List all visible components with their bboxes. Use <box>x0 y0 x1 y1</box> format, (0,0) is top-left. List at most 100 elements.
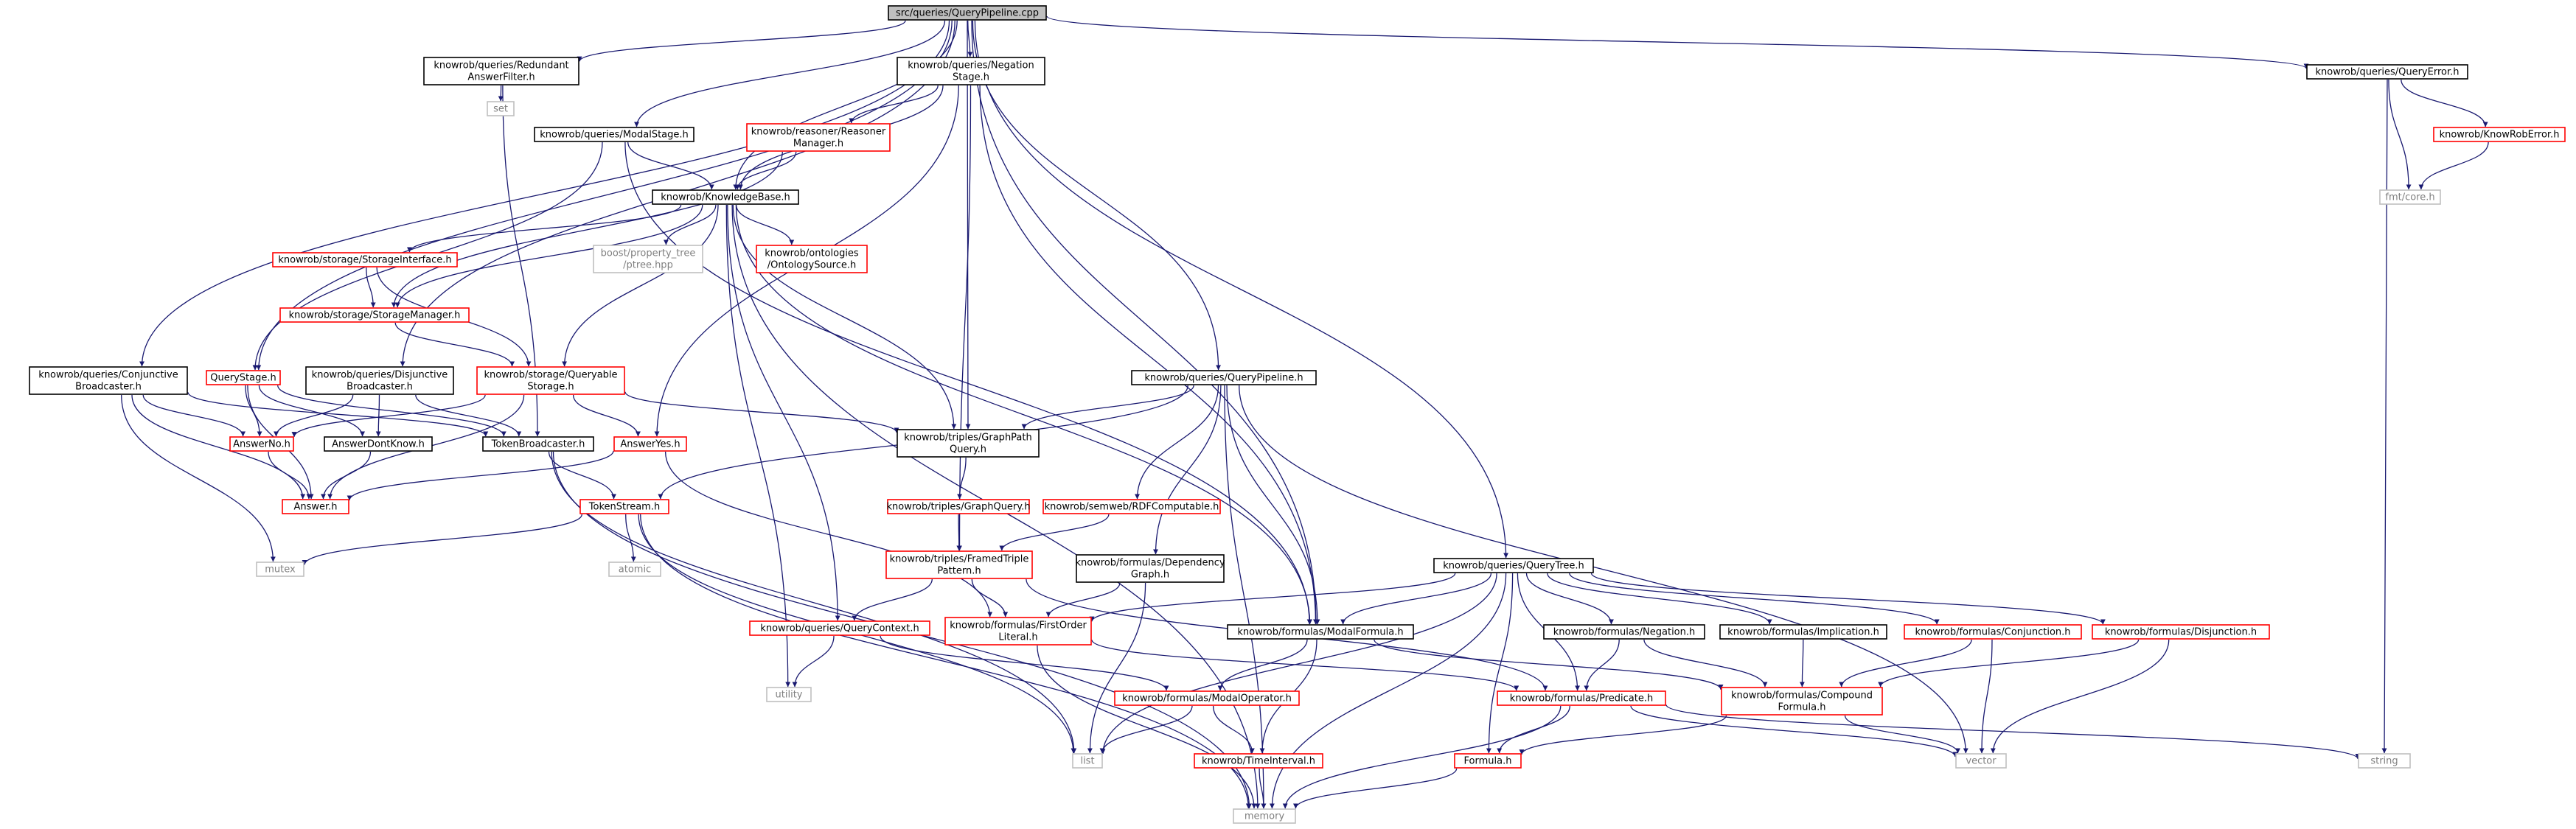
node-querystage[interactable]: QueryStage.h <box>206 370 281 385</box>
edge-querytree-to-negation <box>1525 573 1614 625</box>
edge-knowrobbase-to-storageif <box>406 204 682 253</box>
node-tokenstream[interactable]: TokenStream.h <box>579 499 669 514</box>
edge-queryerror-to-string <box>2381 79 2388 754</box>
node-label-ptree-0: boost/property_tree <box>601 248 696 259</box>
node-box-vector <box>1955 753 2007 769</box>
edge-disjunction-to-compound <box>1878 639 2140 688</box>
node-label-modalstage-0: knowrob/queries/ModalStage.h <box>540 130 689 141</box>
node-label-timeinterval-0: knowrob/TimeInterval.h <box>1202 756 1315 767</box>
node-ontosrc[interactable]: knowrob/ontologies/OntologySource.h <box>756 245 868 273</box>
node-predicate[interactable]: knowrob/formulas/Predicate.h <box>1497 690 1666 706</box>
edge-modalstage-to-knowrobbase <box>627 141 714 190</box>
edge-predicate-to-memory <box>1282 705 1562 809</box>
edge-disjbc-to-answerdk <box>375 394 381 437</box>
edge-answeryes-to-fol <box>664 451 993 618</box>
edge-formula-to-memory <box>1292 768 1458 809</box>
node-box-formula <box>1454 753 1522 769</box>
edge-querystage-to-tokenbc <box>277 385 507 437</box>
node-disjunction[interactable]: knowrob/formulas/Disjunction.h <box>2092 624 2270 640</box>
node-label-conjbc-0: knowrob/queries/Conjunctive <box>38 370 178 381</box>
edge-root-to-modalformula <box>971 20 1319 625</box>
node-label-disjunction-0: knowrob/formulas/Disjunction.h <box>2105 627 2257 638</box>
edge-querypipeh-to-modalformula <box>1226 385 1320 625</box>
node-fmtcore: fmt/core.h <box>2379 189 2441 205</box>
edge-compound-to-formula <box>1519 715 1727 755</box>
node-storagemgr[interactable]: knowrob/storage/StorageManager.h <box>279 307 470 323</box>
node-queryerror[interactable]: knowrob/queries/QueryError.h <box>2306 64 2468 80</box>
edge-conjbc-to-mutex <box>121 394 276 562</box>
node-label-formula-0: Formula.h <box>1464 756 1512 767</box>
node-box-tokenstream <box>579 499 669 514</box>
node-querypipeh[interactable]: knowrob/queries/QueryPipeline.h <box>1131 370 1317 385</box>
node-label-vector-0: vector <box>1966 756 1997 767</box>
node-querycontext[interactable]: knowrob/queries/QueryContext.h <box>749 620 930 636</box>
node-label-string-0: string <box>2370 756 2398 767</box>
node-answer[interactable]: Answer.h <box>282 499 349 514</box>
node-negation[interactable]: knowrob/formulas/Negation.h <box>1543 624 1705 640</box>
node-box-answerno <box>229 436 294 452</box>
node-answerdk[interactable]: AnswerDontKnow.h <box>324 436 433 452</box>
node-label-fmtcore-0: fmt/core.h <box>2385 192 2434 203</box>
edge-negation-to-compound <box>1643 639 1768 688</box>
edge-storageif-to-storagemgr <box>366 267 376 308</box>
node-answerno[interactable]: AnswerNo.h <box>229 436 294 452</box>
edge-root-to-conjbc <box>139 20 950 367</box>
node-graphquery[interactable]: knowrob/triples/GraphQuery.h <box>887 499 1031 514</box>
edge-knowrobbase-to-ptree <box>663 204 717 245</box>
node-modalformula[interactable]: knowrob/formulas/ModalFormula.h <box>1227 624 1414 640</box>
node-label-knowroberr-0: knowrob/KnowRobError.h <box>2440 130 2560 141</box>
edge-modalstage-to-modalformula <box>624 141 1312 625</box>
edge-querytree-to-disjunction <box>1590 573 2106 625</box>
node-utility: utility <box>766 687 812 702</box>
edge-knowrobbase-to-modalformula <box>735 204 1313 625</box>
edge-querypipeh-to-graphpath <box>1021 385 1194 430</box>
node-box-redundant <box>423 57 579 85</box>
node-rdfcomp[interactable]: knowrob/semweb/RDFComputable.h <box>1042 499 1221 514</box>
node-box-compound <box>1721 687 1883 716</box>
node-answeryes[interactable]: AnswerYes.h <box>613 436 687 452</box>
node-label-answer-0: Answer.h <box>293 502 337 513</box>
node-timeinterval[interactable]: knowrob/TimeInterval.h <box>1194 753 1323 769</box>
node-querytree[interactable]: knowrob/queries/QueryTree.h <box>1433 558 1594 573</box>
node-box-atomic <box>608 562 661 577</box>
node-box-answer <box>282 499 349 514</box>
node-tokenbc[interactable]: TokenBroadcaster.h <box>482 436 594 452</box>
node-box-list <box>1072 753 1103 769</box>
node-knowroberr[interactable]: knowrob/KnowRobError.h <box>2433 127 2566 142</box>
node-label-compound-0: knowrob/formulas/Compound <box>1731 690 1873 702</box>
node-modaloperator[interactable]: knowrob/formulas/ModalOperator.h <box>1114 690 1300 706</box>
edge-querytree-to-fol <box>1089 573 1456 622</box>
node-box-queryable <box>476 366 625 395</box>
node-box-knowrobbase <box>652 189 799 205</box>
node-string: string <box>2358 753 2411 769</box>
edge-queryable-to-answerno <box>291 394 486 438</box>
node-implication[interactable]: knowrob/formulas/Implication.h <box>1719 624 1887 640</box>
node-box-fmtcore <box>2379 189 2441 205</box>
node-box-predicate <box>1497 690 1666 706</box>
node-label-storageif-0: knowrob/storage/StorageInterface.h <box>278 255 451 266</box>
edge-fol-to-memory <box>1037 645 1257 809</box>
node-label-tokenstream-0: TokenStream.h <box>588 502 660 513</box>
node-modalstage[interactable]: knowrob/queries/ModalStage.h <box>534 127 695 142</box>
edge-negation-to-predicate <box>1584 639 1620 691</box>
node-formula[interactable]: Formula.h <box>1454 753 1522 769</box>
edge-tokenstream-to-atomic <box>625 514 636 562</box>
node-box-rdfcomp <box>1042 499 1221 514</box>
node-box-querystage <box>206 370 281 385</box>
node-storageif[interactable]: knowrob/storage/StorageInterface.h <box>272 252 458 267</box>
node-knowrobbase[interactable]: knowrob/KnowledgeBase.h <box>652 189 799 205</box>
node-conjunction[interactable]: knowrob/formulas/Conjunction.h <box>1904 624 2082 640</box>
node-label-fol-1: Literal.h <box>998 632 1037 643</box>
edge-predicate-to-string <box>1665 704 2361 760</box>
